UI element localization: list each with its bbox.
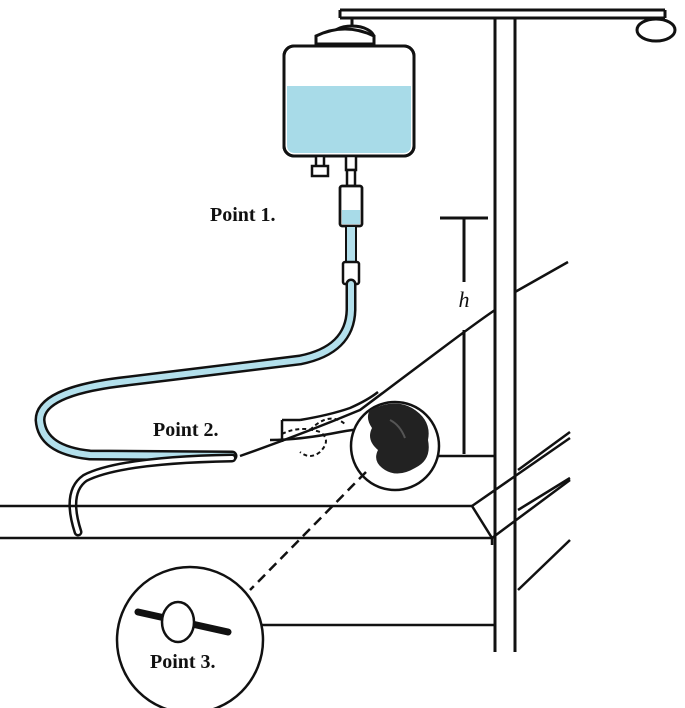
height-label: h <box>459 287 470 312</box>
point-1-label: Point 1. <box>210 204 276 226</box>
patient-arm <box>239 260 569 458</box>
iv-bag <box>282 27 416 178</box>
magnifier-circle <box>115 565 265 708</box>
infiltration-site <box>349 400 441 492</box>
iv-bag-fluid <box>287 86 411 153</box>
drip-chamber <box>338 168 364 286</box>
point-2-label: Point 2. <box>153 419 219 441</box>
pole-hook-right <box>635 17 677 43</box>
bed <box>0 430 571 627</box>
height-indicator <box>440 216 488 454</box>
iv-tubing <box>34 278 357 462</box>
point-3-label: Point 3. <box>150 651 216 673</box>
iv-pole <box>338 8 667 652</box>
vein-dashed <box>281 417 347 457</box>
drain-tube <box>68 453 237 537</box>
leader-line <box>249 471 367 591</box>
